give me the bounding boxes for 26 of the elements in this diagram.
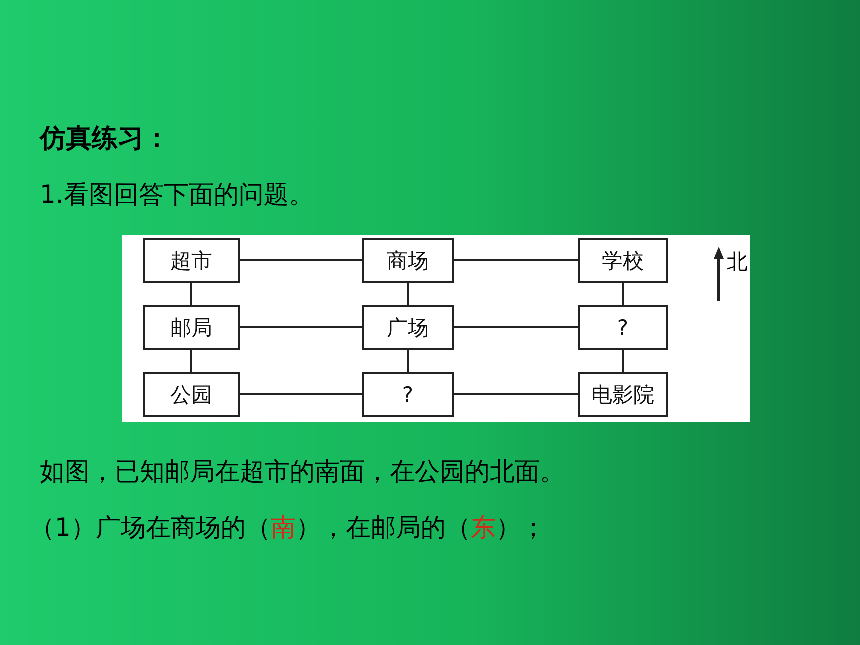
given-text: 如图，已知邮局在超市的南面，在公园的北面。 bbox=[40, 456, 565, 488]
connector-line bbox=[240, 394, 362, 396]
place-box: 商场 bbox=[362, 238, 454, 283]
connector-line bbox=[622, 283, 624, 305]
connector-line bbox=[190, 350, 192, 372]
connector-line bbox=[407, 283, 409, 305]
place-box: 超市 bbox=[143, 238, 240, 283]
connector-line bbox=[622, 350, 624, 372]
north-label: 北 bbox=[727, 249, 748, 276]
connector-line bbox=[190, 283, 192, 305]
connector-line bbox=[240, 260, 362, 262]
place-box: 公园 bbox=[143, 372, 240, 417]
connector-line bbox=[454, 260, 578, 262]
place-box: 广场 bbox=[362, 305, 454, 350]
connector-line bbox=[240, 326, 362, 328]
place-box: ? bbox=[578, 305, 668, 350]
heading: 仿真练习： bbox=[40, 123, 170, 156]
connector-line bbox=[407, 350, 409, 372]
place-box: 邮局 bbox=[143, 305, 240, 350]
place-box: 电影院 bbox=[578, 372, 668, 417]
place-box: 学校 bbox=[578, 238, 668, 283]
place-box: ? bbox=[362, 372, 454, 417]
connector-line bbox=[454, 326, 578, 328]
answer-sentence: （1）广场在商场的（南），在邮局的（东）； bbox=[30, 512, 546, 544]
question-text: 1.看图回答下面的问题。 bbox=[40, 179, 314, 211]
connector-line bbox=[454, 394, 578, 396]
